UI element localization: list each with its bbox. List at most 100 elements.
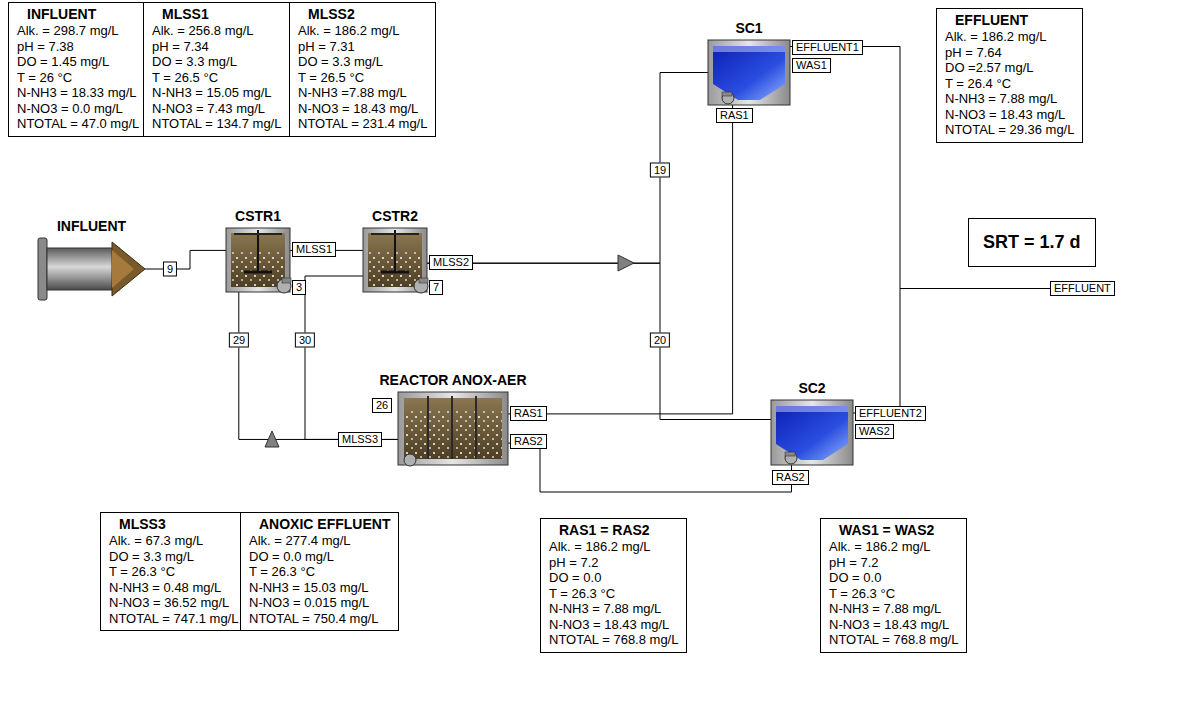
anox-aer-reactor xyxy=(398,392,508,466)
data-line: pH = 7.2 xyxy=(829,555,958,571)
flow-line xyxy=(508,105,733,414)
data-box: INFLUENTAlk. = 298.7 mg/LpH = 7.38DO = 1… xyxy=(8,2,148,137)
data-line: T = 26.4 °C xyxy=(945,76,1074,92)
port-tag: 26 xyxy=(372,398,392,413)
data-line: N-NO3 = 0.0 mg/L xyxy=(17,101,139,117)
flow-line xyxy=(145,250,226,269)
data-line: NTOTAL = 750.4 mg/L xyxy=(249,611,390,627)
data-line: pH = 7.34 xyxy=(152,39,281,55)
process-unit: CSTR1 xyxy=(226,228,290,292)
data-line: DO = 1.45 mg/L xyxy=(17,54,139,70)
data-line: pH = 7.38 xyxy=(17,39,139,55)
port-tag: RAS1 xyxy=(510,406,547,421)
unit-name: SC1 xyxy=(735,20,762,36)
data-line: NTOTAL = 747.1 mg/L xyxy=(109,611,238,627)
data-line: NTOTAL = 768.8 mg/L xyxy=(549,632,678,648)
unit-name: CSTR2 xyxy=(372,208,418,224)
data-line: Alk. = 277.4 mg/L xyxy=(249,533,390,549)
cstr-tank xyxy=(226,228,291,293)
clarifier xyxy=(771,400,853,465)
flow-line xyxy=(239,292,398,439)
port-tag: MLSS3 xyxy=(338,432,382,447)
data-line: Alk. = 186.2 mg/L xyxy=(298,23,427,39)
box-heading: WAS1 = WAS2 xyxy=(829,522,958,539)
splitter xyxy=(618,255,634,271)
box-heading: MLSS3 xyxy=(109,516,238,533)
box-heading: INFLUENT xyxy=(17,6,139,23)
data-line: DO = 3.3 mg/L xyxy=(109,549,238,565)
data-line: N-NO3 = 7.43 mg/L xyxy=(152,101,281,117)
data-line: N-NH3 = 7.88 mg/L xyxy=(829,601,958,617)
data-line: DO = 0.0 xyxy=(829,570,958,586)
flow-line xyxy=(853,289,1050,414)
port-tag: EFFLUENT1 xyxy=(792,40,863,55)
data-line: N-NO3 = 18.43 mg/L xyxy=(298,101,427,117)
data-line: T = 26.5 °C xyxy=(298,70,427,86)
data-line: DO = 0.0 mg/L xyxy=(249,549,390,565)
data-line: DO = 3.3 mg/L xyxy=(298,54,427,70)
data-line: DO =2.57 mg/L xyxy=(945,60,1074,76)
box-heading: MLSS1 xyxy=(152,6,281,23)
port-tag: EFFLUENT2 xyxy=(855,406,926,421)
process-unit: SC2 xyxy=(771,400,853,465)
flow-line xyxy=(508,443,792,492)
data-line: N-NH3 = 0.48 mg/L xyxy=(109,580,238,596)
data-line: Alk. = 298.7 mg/L xyxy=(17,23,139,39)
data-box: ANOXIC EFFLUENTAlk. = 277.4 mg/LDO = 0.0… xyxy=(240,512,399,631)
srt-text: SRT = 1.7 d xyxy=(983,232,1081,252)
data-line: T = 26.3 °C xyxy=(549,586,678,602)
process-unit: SC1 xyxy=(708,40,790,105)
data-line: N-NH3 = 15.03 mg/L xyxy=(249,580,390,596)
data-line: T = 26 °C xyxy=(17,70,139,86)
port-tag: RAS2 xyxy=(772,470,809,485)
mixer xyxy=(265,431,279,447)
data-line: T = 26.5 °C xyxy=(152,70,281,86)
stream-number: 30 xyxy=(295,333,315,348)
clarifier xyxy=(708,40,790,105)
port-tag: WAS2 xyxy=(855,424,894,439)
data-box: MLSS1Alk. = 256.8 mg/LpH = 7.34DO = 3.3 … xyxy=(143,2,290,137)
flow-line xyxy=(305,276,398,439)
data-line: N-NH3 = 7.88 mg/L xyxy=(549,601,678,617)
data-line: N-NO3 = 18.43 mg/L xyxy=(549,617,678,633)
data-line: T = 26.3 °C xyxy=(249,564,390,580)
data-box: MLSS2Alk. = 186.2 mg/LpH = 7.31DO = 3.3 … xyxy=(289,2,436,137)
data-line: T = 26.3 °C xyxy=(829,586,958,602)
stream-number: 20 xyxy=(650,333,670,348)
data-line: NTOTAL = 29.36 mg/L xyxy=(945,122,1074,138)
box-heading: MLSS2 xyxy=(298,6,427,23)
data-line: Alk. = 67.3 mg/L xyxy=(109,533,238,549)
data-line: N-NH3 = 7.88 mg/L xyxy=(945,91,1074,107)
data-line: Alk. = 186.2 mg/L xyxy=(829,539,958,555)
port-tag: RAS1 xyxy=(716,108,753,123)
tag-text: EFFLUENT xyxy=(1054,282,1111,294)
data-line: NTOTAL = 134.7 mg/L xyxy=(152,116,281,132)
data-box: RAS1 = RAS2Alk. = 186.2 mg/LpH = 7.2DO =… xyxy=(540,518,687,653)
data-line: Alk. = 186.2 mg/L xyxy=(945,29,1074,45)
box-heading: RAS1 = RAS2 xyxy=(549,522,678,539)
data-line: pH = 7.64 xyxy=(945,45,1074,61)
box-heading: EFFLUENT xyxy=(945,12,1074,29)
data-line: N-NH3 = 15.05 mg/L xyxy=(152,85,281,101)
data-line: N-NO3 = 36.52 mg/L xyxy=(109,595,238,611)
unit-name: REACTOR ANOX-AER xyxy=(379,372,526,388)
data-box: WAS1 = WAS2Alk. = 186.2 mg/LpH = 7.2DO =… xyxy=(820,518,967,653)
data-line: DO = 0.0 xyxy=(549,570,678,586)
srt-box: SRT = 1.7 d xyxy=(968,218,1096,267)
port-tag: RAS2 xyxy=(510,434,547,449)
data-line: NTOTAL = 47.0 mg/L xyxy=(17,116,139,132)
data-line: Alk. = 256.8 mg/L xyxy=(152,23,281,39)
data-box: EFFLUENTAlk. = 186.2 mg/LpH = 7.64DO =2.… xyxy=(936,8,1083,143)
data-line: N-NO3 = 18.43 mg/L xyxy=(829,617,958,633)
data-line: N-NH3 = 18.33 mg/L xyxy=(17,85,139,101)
port-tag: MLSS2 xyxy=(429,255,473,270)
data-line: N-NH3 =7.88 mg/L xyxy=(298,85,427,101)
data-line: T = 26.3 °C xyxy=(109,564,238,580)
stream-number: 19 xyxy=(650,163,670,178)
stream-number: 9 xyxy=(163,262,177,277)
port-tag: MLSS1 xyxy=(292,242,336,257)
port-tag: 3 xyxy=(292,280,306,295)
port-tag: 7 xyxy=(429,280,443,295)
process-unit: REACTOR ANOX-AER xyxy=(398,392,508,465)
